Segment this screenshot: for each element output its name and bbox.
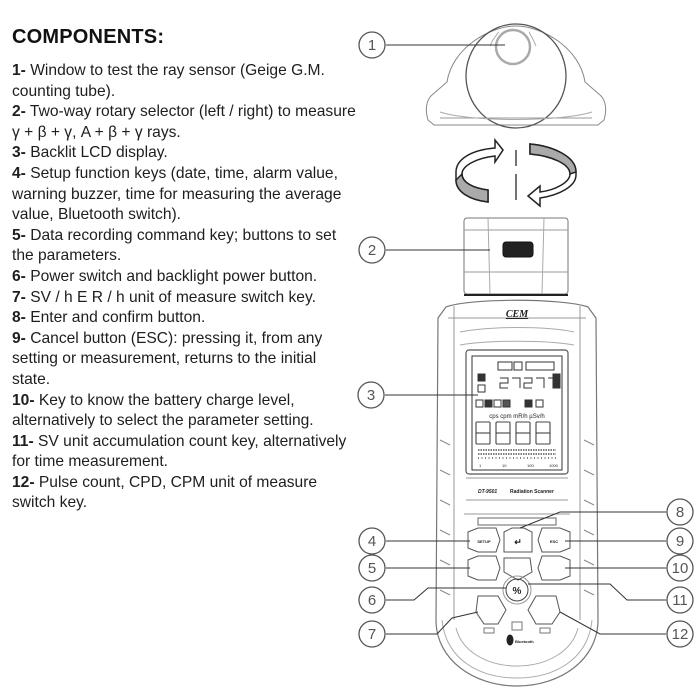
callout-3: [357, 381, 385, 409]
component-item-10: 10- Key to know the battery charge level…: [12, 391, 314, 430]
component-item-2: 2- Two-way rotary selector (left / right…: [12, 103, 356, 141]
callout-5-label: 5: [368, 560, 376, 577]
callout-4: [358, 527, 386, 555]
callout-10-label: 10: [672, 560, 689, 577]
bluetooth-label: Bluetooth: [515, 639, 534, 644]
power-key-label: %: [513, 586, 522, 597]
model-label: DT-9501: [478, 489, 497, 495]
product-name-label: Radiation Scanner: [510, 489, 554, 495]
callout-1: [358, 31, 386, 59]
power-key[interactable]: [505, 578, 529, 602]
lcd-scale-1: 1: [479, 463, 482, 468]
callout-5: [358, 554, 386, 582]
setup-key[interactable]: [467, 527, 501, 553]
callout-8-label: 8: [676, 504, 684, 521]
esc-key-label: ESC: [550, 539, 558, 544]
rotary-selector[interactable]: [463, 217, 569, 296]
callout-12-label: 12: [672, 626, 689, 643]
callout-lines: [385, 44, 666, 635]
component-item-12: 12- Pulse count, CPD, CPM unit of measur…: [12, 473, 318, 512]
brand-logo: CEM: [506, 309, 529, 320]
callout-8: [666, 498, 694, 526]
callout-2: [358, 236, 386, 264]
callout-2-label: 2: [368, 242, 376, 259]
callout-9-label: 9: [676, 533, 684, 550]
enter-key-label: ↵: [514, 537, 522, 547]
callout-7: [358, 620, 386, 648]
callout-11-label: 11: [672, 592, 688, 609]
sensor-window: [494, 28, 532, 66]
components-heading: COMPONENTS:: [12, 26, 165, 48]
lcd-scale-10: 10: [502, 463, 507, 468]
bluetooth-icon: [506, 634, 514, 646]
component-item-11: 11- SV unit accumulation count key, alte…: [12, 432, 347, 471]
component-item-1: 1- Window to test the ray sensor (Geige …: [12, 62, 325, 100]
callout-1-label: 1: [368, 37, 376, 54]
selector-indicator: [502, 241, 534, 258]
components-list: 1- Window to test the ray sensor (Geige …: [12, 61, 357, 514]
callout-7-label: 7: [368, 626, 376, 643]
callout-3-label: 3: [367, 387, 375, 404]
callout-9: [666, 527, 694, 555]
pulse-count-key[interactable]: [527, 595, 561, 625]
lcd-units: cps cpm mR/h µSv/h: [489, 414, 544, 420]
component-item-8: 8- Enter and confirm button.: [12, 309, 206, 327]
lcd-scale-1000: 1000: [549, 463, 559, 468]
unit-switch-key[interactable]: [475, 595, 507, 625]
component-item-7: 7- SV / h E R / h unit of measure switch…: [12, 288, 316, 306]
callout-12: [666, 620, 694, 648]
keypad: [464, 513, 571, 646]
callout-4-label: 4: [368, 533, 376, 550]
callout-6-label: 6: [368, 592, 376, 609]
sensor-cap: [425, 23, 607, 129]
device-body: [435, 299, 599, 687]
record-key[interactable]: [467, 555, 501, 581]
lcd-scale-100: 100: [527, 463, 534, 468]
lcd-display: [465, 349, 569, 475]
component-item-4: 4- Setup function keys (date, time, alar…: [12, 164, 342, 224]
rotation-arrows-icon: [455, 137, 577, 208]
enter-key[interactable]: [503, 527, 533, 553]
sv-key[interactable]: [503, 557, 533, 581]
esc-key[interactable]: [537, 527, 571, 553]
callout-10: [666, 554, 694, 582]
component-item-3: 3- Backlit LCD display.: [12, 144, 168, 162]
callout-11: [666, 586, 694, 614]
callout-6: [358, 586, 386, 614]
component-item-9: 9- Cancel button (ESC): pressing it, fro…: [12, 329, 323, 388]
component-item-6: 6- Power switch and backlight power butt…: [12, 267, 318, 285]
setup-key-label: SETUP: [477, 539, 491, 544]
component-item-5: 5- Data recording command key; buttons t…: [12, 226, 337, 265]
